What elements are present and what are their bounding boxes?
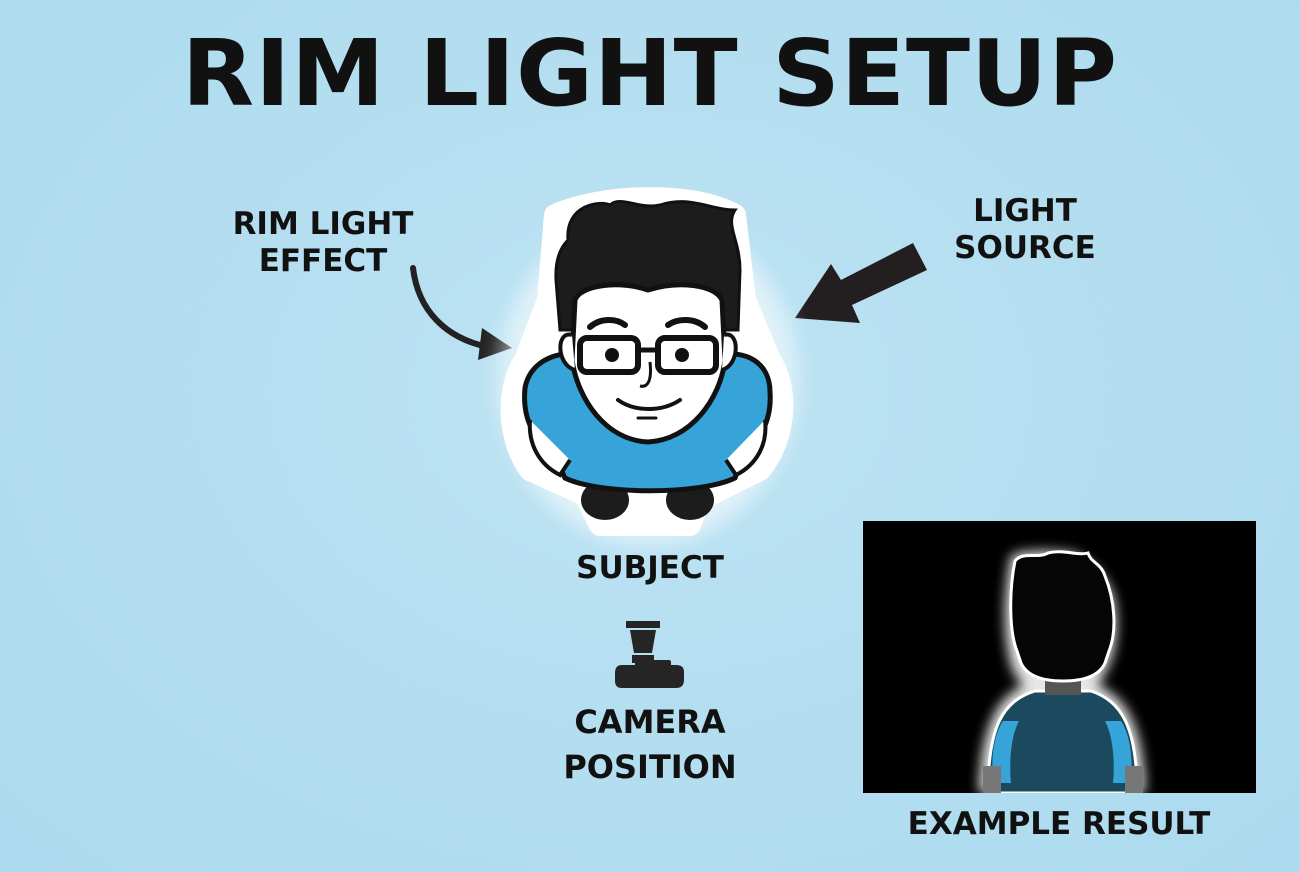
light-source-line-1: LIGHT — [973, 193, 1077, 229]
subject-label: SUBJECT — [576, 550, 724, 586]
light-source-label: LIGHT SOURCE — [930, 193, 1120, 266]
rim-light-effect-label: RIM LIGHT EFFECT — [208, 206, 438, 279]
camera-position-label: CAMERA POSITION — [530, 700, 770, 790]
light-source-line-2: SOURCE — [954, 229, 1096, 266]
camera-position-line-1: CAMERA — [574, 703, 726, 741]
rim-light-effect-line-2: EFFECT — [258, 242, 388, 279]
example-result-label: EXAMPLE RESULT — [907, 806, 1211, 842]
rim-light-effect-line-1: RIM LIGHT — [232, 206, 414, 242]
example-result-image — [863, 521, 1256, 793]
page-title: RIM LIGHT SETUP — [181, 20, 1119, 127]
backlit-silhouette-illustration — [979, 550, 1145, 793]
camera-position-line-2: POSITION — [563, 747, 737, 786]
